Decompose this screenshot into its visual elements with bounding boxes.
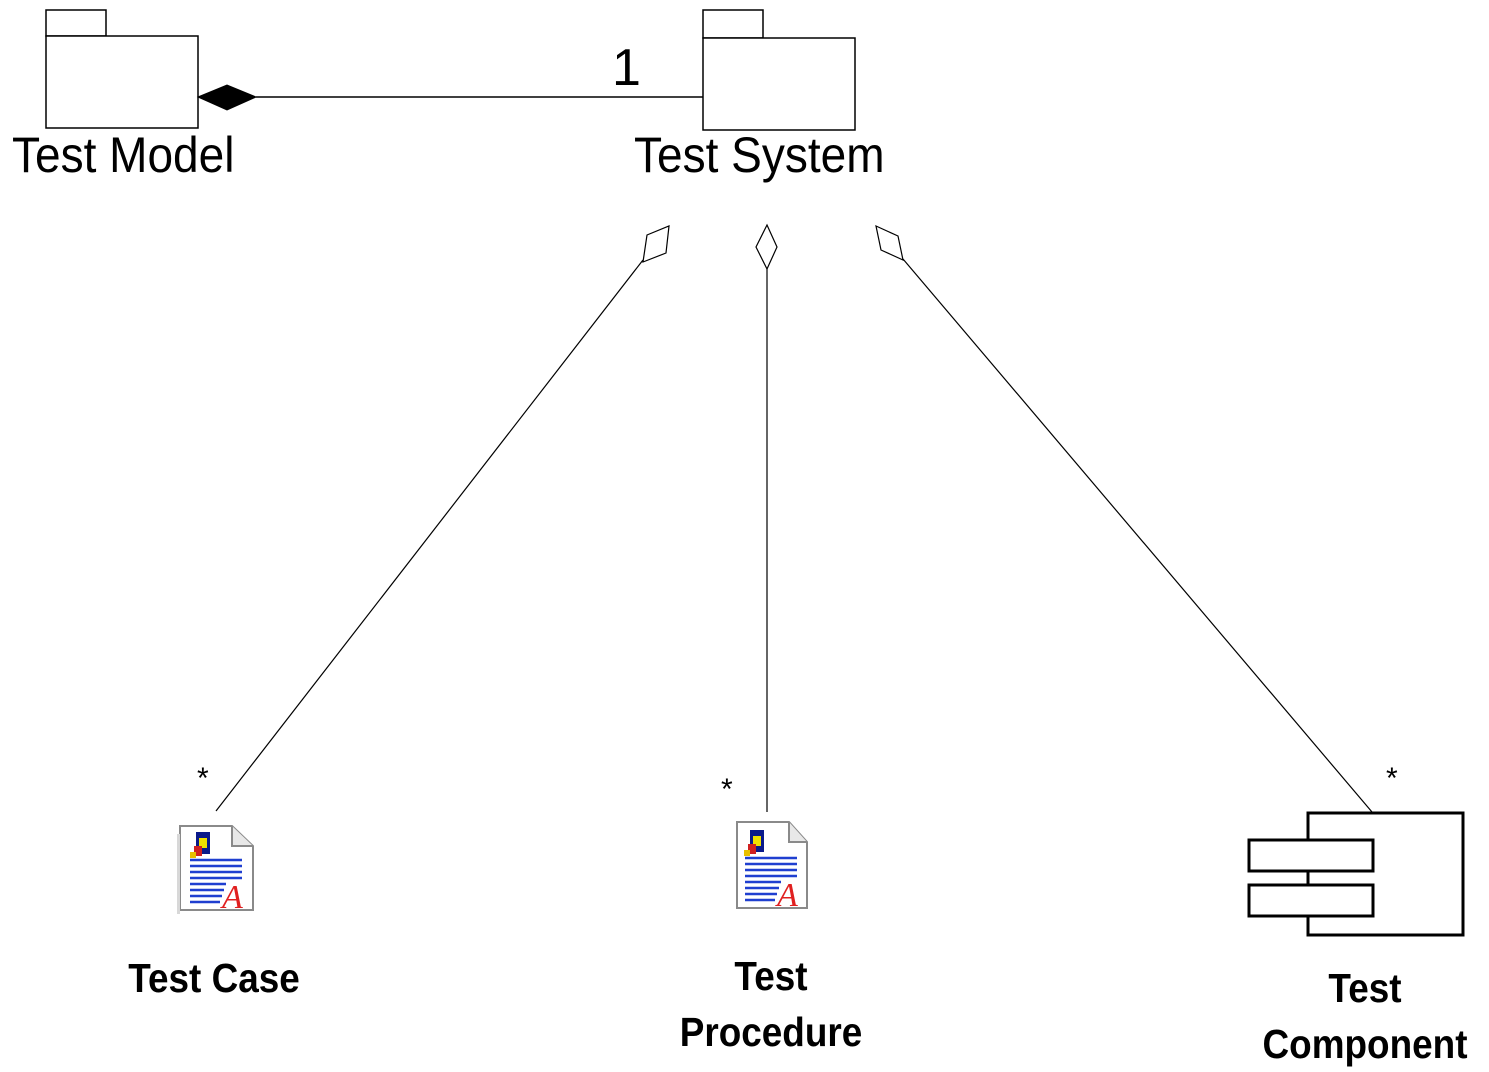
test-system-label: Test System xyxy=(634,127,885,183)
test-component-icon xyxy=(1247,811,1465,937)
multiplicity-test-procedure: * xyxy=(721,773,733,806)
test-model-label: Test Model xyxy=(12,127,235,183)
composition-association xyxy=(196,84,703,111)
test-case-document-icon: A xyxy=(177,825,254,916)
aggregation-test-component xyxy=(875,224,1373,813)
hollow-diamond-icon xyxy=(755,223,778,271)
test-system-package-icon xyxy=(702,9,856,131)
filled-diamond-icon xyxy=(196,84,258,111)
test-component-label-line2: Component xyxy=(1262,1021,1468,1067)
svg-text:A: A xyxy=(775,877,798,914)
hollow-diamond-icon xyxy=(642,225,670,263)
test-model-package-icon xyxy=(45,9,199,129)
multiplicity-test-case: * xyxy=(197,762,209,795)
test-procedure-document-icon: A xyxy=(736,821,808,914)
aggregation-test-procedure xyxy=(755,223,778,812)
test-component-label-line1: Test xyxy=(1328,965,1402,1011)
test-case-label: Test Case xyxy=(128,955,300,1001)
hollow-diamond-icon xyxy=(875,224,904,262)
multiplicity-test-component: * xyxy=(1386,762,1398,795)
test-procedure-label-line2: Procedure xyxy=(679,1009,863,1055)
multiplicity-one: 1 xyxy=(612,39,641,97)
test-procedure-label-line1: Test xyxy=(734,953,808,999)
aggregation-test-case xyxy=(215,225,670,812)
svg-text:A: A xyxy=(220,879,243,916)
